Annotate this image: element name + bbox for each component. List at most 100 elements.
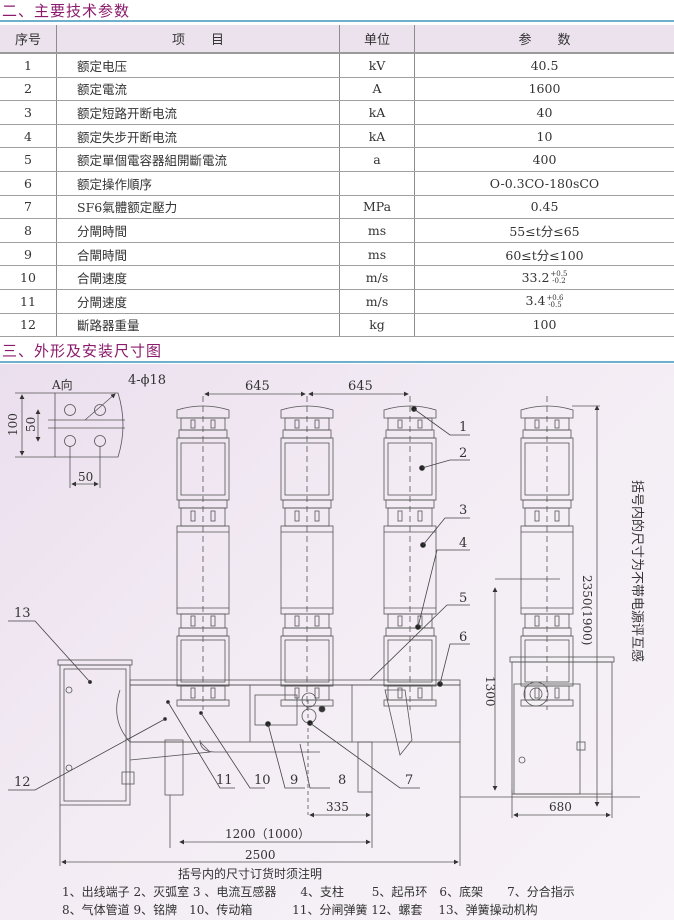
row-value: 1600 (415, 77, 674, 101)
row-number: 10 (0, 266, 57, 290)
row-value: 40 (415, 101, 674, 125)
value-text: 40.5 (531, 58, 559, 73)
row-number: 12 (0, 313, 57, 337)
vertical-note: 括号内的尺寸为不带电源评互感 (629, 480, 645, 662)
row-number: 5 (0, 148, 57, 172)
callout-1: 1 (459, 420, 467, 435)
dim-100: 100 (6, 413, 20, 436)
pole-side-view (521, 396, 573, 710)
section-title-parameters: 二、主要技术参数 (2, 0, 130, 21)
row-item: 额定操作順序 (57, 171, 340, 195)
row-unit: m/s (340, 289, 415, 313)
side-view-cabinet (495, 579, 614, 794)
row-value: 60≤t分≤100 (415, 242, 674, 266)
row-number: 8 (0, 219, 57, 243)
header-no: 序号 (0, 25, 57, 53)
header-value: 参 数 (415, 25, 674, 53)
row-unit (340, 171, 415, 195)
callout-11: 11 (216, 773, 233, 788)
callout-3: 3 (459, 503, 467, 518)
row-unit: kA (340, 101, 415, 125)
row-item: 合閘時間 (57, 242, 340, 266)
dim-frame-height: 1300 (483, 676, 497, 707)
callout-2: 2 (459, 446, 467, 461)
legend-line-2: 8、气体管道 9、铭牌 10、传动箱 11、分闸弹簧 12、螺套 13、弹簧操动… (62, 902, 538, 918)
row-item: SF6氣體额定壓力 (57, 195, 340, 219)
tolerance-minus: -0.5 (546, 302, 563, 309)
row-value: 0.45 (415, 195, 674, 219)
row-value: O-0.3CO-180sCO (415, 171, 674, 195)
tolerance: +0.5-0.2 (550, 271, 567, 285)
row-value: 400 (415, 148, 674, 172)
value-text: 40 (537, 105, 553, 120)
row-number: 4 (0, 124, 57, 148)
row-unit: MPa (340, 195, 415, 219)
dim-pole-pitch-1: 645 (245, 379, 270, 394)
callout-7: 7 (405, 773, 413, 788)
value-text: 60≤t分≤100 (505, 248, 583, 263)
row-item: 分閘時間 (57, 219, 340, 243)
value-text: 33.2 (522, 270, 550, 285)
row-unit: kg (340, 313, 415, 337)
value-text: 3.4 (526, 293, 546, 308)
row-unit: m/s (340, 266, 415, 290)
dimension-drawing: A向 4-ϕ18 100 50 50 645 645 (0, 364, 674, 920)
row-number: 3 (0, 101, 57, 125)
dim-side-width: 680 (549, 800, 572, 814)
title-rule (0, 361, 674, 363)
row-item: 额定單個電容器組開斷電流 (57, 148, 340, 172)
callout-5: 5 (459, 591, 467, 606)
row-item: 额定电压 (57, 53, 340, 77)
value-text: 0.45 (531, 199, 559, 214)
view-a-label: A向 (51, 377, 73, 392)
dim-50-vertical: 50 (24, 417, 38, 432)
callouts (8, 407, 470, 791)
tolerance: +0.6-0.5 (546, 295, 563, 309)
row-value: 10 (415, 124, 674, 148)
value-text: 100 (533, 317, 557, 332)
row-unit: kV (340, 53, 415, 77)
dim-2500: 2500 (245, 848, 276, 862)
row-value: 100 (415, 313, 674, 337)
row-value: 55≤t分≤65 (415, 219, 674, 243)
bracket-note: 括号内的尺寸订货时须注明 (178, 867, 322, 882)
dim-1200: 1200（1000） (225, 827, 310, 841)
row-item: 合閘速度 (57, 266, 340, 290)
row-unit: A (340, 77, 415, 101)
pole-middle (281, 396, 333, 710)
row-item: 额定電流 (57, 77, 340, 101)
pole-right (384, 396, 436, 710)
view-a-detail: A向 4-ϕ18 100 50 50 (6, 373, 166, 488)
callout-4: 4 (459, 536, 467, 551)
tolerance-minus: -0.2 (550, 278, 567, 285)
row-value: 40.5 (415, 53, 674, 77)
value-text: 1600 (529, 81, 561, 96)
pole-left (177, 396, 229, 710)
row-number: 9 (0, 242, 57, 266)
dim-total-height: 2350(1900) (580, 575, 594, 645)
row-unit: ms (340, 219, 415, 243)
row-number: 1 (0, 53, 57, 77)
value-text: O-0.3CO-180sCO (490, 176, 599, 191)
callout-13: 13 (14, 606, 31, 621)
row-unit: ms (340, 242, 415, 266)
value-text: 55≤t分≤65 (509, 224, 579, 239)
dim-pole-pitch-2: 645 (348, 379, 373, 394)
callout-12: 12 (14, 775, 31, 790)
callout-6: 6 (459, 630, 467, 645)
row-item: 额定失步开断电流 (57, 124, 340, 148)
row-item: 分閘速度 (57, 289, 340, 313)
header-unit: 单位 (340, 25, 415, 53)
row-value: 33.2+0.5-0.2 (415, 266, 674, 290)
